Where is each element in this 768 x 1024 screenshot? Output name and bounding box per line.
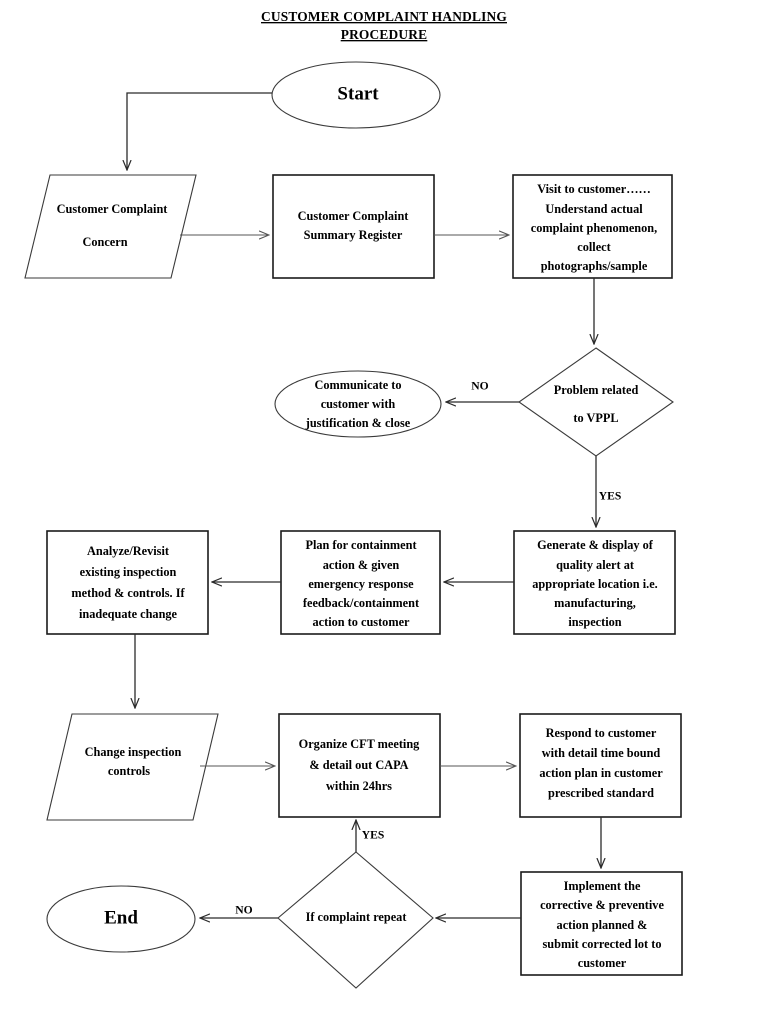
implement-label-line3: action planned & bbox=[557, 918, 648, 932]
communicate-label-line3: justification & close bbox=[305, 416, 411, 430]
node-implement-capa[interactable]: Implement the corrective & preventive ac… bbox=[520, 871, 683, 976]
implement-capa-box-shape bbox=[520, 871, 683, 976]
node-quality-alert[interactable]: Generate & display of quality alert at a… bbox=[513, 530, 676, 635]
quality-alert-label-line5: inspection bbox=[568, 615, 621, 629]
analyze-label-line3: method & controls. If bbox=[71, 586, 185, 600]
visit-label-line3: complaint phenomenon, bbox=[531, 221, 657, 235]
complaint-concern-parallelogram-shape bbox=[24, 174, 197, 279]
start-ellipse-shape bbox=[271, 61, 441, 129]
analyze-label-line4: inadequate change bbox=[79, 607, 178, 621]
node-plan-containment[interactable]: Plan for containment action & given emer… bbox=[280, 530, 441, 635]
plan-containment-label-line3: emergency response bbox=[308, 577, 414, 591]
node-start[interactable]: Start bbox=[271, 61, 441, 129]
visit-label-line2: Understand actual bbox=[545, 202, 643, 216]
communicate-ellipse-shape bbox=[274, 370, 442, 438]
organize-cft-label-line1: Organize CFT meeting bbox=[299, 737, 421, 751]
change-controls-label-line1: Change inspection bbox=[85, 745, 182, 759]
visit-label-line5: photographs/sample bbox=[541, 259, 648, 273]
communicate-label-line2: customer with bbox=[321, 397, 396, 411]
node-analyze-revisit[interactable]: Analyze/Revisit existing inspection meth… bbox=[46, 530, 209, 635]
node-if-complaint-repeat[interactable]: If complaint repeat bbox=[277, 851, 434, 989]
edge-label-vppl-no: NO bbox=[471, 380, 488, 393]
implement-label-line2: corrective & preventive bbox=[540, 898, 664, 912]
change-controls-parallelogram-shape bbox=[46, 713, 219, 821]
implement-label-line4: submit corrected lot to bbox=[543, 937, 662, 951]
visit-label-line4: collect bbox=[577, 240, 611, 254]
quality-alert-label-line1: Generate & display of bbox=[537, 538, 654, 552]
organize-cft-label-line3: within 24hrs bbox=[326, 779, 392, 793]
vppl-decision-label-line1: Problem related bbox=[554, 383, 639, 397]
edge-start-to-complaint-concern bbox=[127, 92, 272, 170]
page-title-line1: CUSTOMER COMPLAINT HANDLING bbox=[261, 9, 507, 24]
organize-cft-box-shape bbox=[278, 713, 441, 818]
vppl-decision-diamond-shape bbox=[518, 347, 674, 457]
analyze-label-line1: Analyze/Revisit bbox=[87, 544, 170, 558]
change-controls-label-line2: controls bbox=[108, 764, 150, 778]
quality-alert-label-line2: quality alert at bbox=[556, 558, 635, 572]
organize-cft-label-line2: & detail out CAPA bbox=[309, 758, 408, 772]
plan-containment-box-shape bbox=[280, 530, 441, 635]
end-label: End bbox=[104, 907, 138, 928]
implement-label-line1: Implement the bbox=[564, 879, 641, 893]
edge-label-repeat-yes: YES bbox=[362, 829, 385, 842]
edge-label-vppl-yes: YES bbox=[599, 490, 622, 503]
quality-alert-label-line3: appropriate location i.e. bbox=[532, 577, 657, 591]
plan-containment-label-line2: action & given bbox=[323, 558, 400, 572]
visit-label-line1: Visit to customer…… bbox=[537, 182, 651, 196]
quality-alert-label-line4: manufacturing, bbox=[554, 596, 636, 610]
node-organize-cft-meeting[interactable]: Organize CFT meeting & detail out CAPA w… bbox=[278, 713, 441, 818]
complaint-concern-label-line1: Customer Complaint bbox=[57, 202, 169, 216]
respond-label-line1: Respond to customer bbox=[546, 726, 657, 740]
respond-label-line4: prescribed standard bbox=[548, 786, 654, 800]
edge-label-repeat-no: NO bbox=[235, 904, 252, 917]
node-end[interactable]: End bbox=[46, 885, 196, 953]
analyze-label-line2: existing inspection bbox=[80, 565, 177, 579]
end-ellipse-shape bbox=[46, 885, 196, 953]
visit-to-customer-box-shape bbox=[512, 174, 673, 279]
node-problem-related-vppl[interactable]: Problem related to VPPL bbox=[518, 347, 674, 457]
communicate-label-line1: Communicate to bbox=[314, 378, 401, 392]
respond-to-customer-box-shape bbox=[519, 713, 682, 818]
page-title-line2: PROCEDURE bbox=[341, 27, 428, 42]
node-change-inspection-controls[interactable]: Change inspection controls bbox=[46, 713, 219, 821]
summary-register-box-shape bbox=[272, 174, 435, 279]
repeat-decision-diamond-shape bbox=[277, 851, 434, 989]
vppl-decision-label-line2: to VPPL bbox=[573, 411, 618, 425]
plan-containment-label-line4: feedback/containment bbox=[303, 596, 420, 610]
node-communicate-to-customer[interactable]: Communicate to customer with justificati… bbox=[274, 370, 442, 438]
summary-register-label-line2: Summary Register bbox=[304, 228, 403, 242]
implement-label-line5: customer bbox=[578, 956, 627, 970]
analyze-revisit-box-shape bbox=[46, 530, 209, 635]
complaint-concern-label-line2: Concern bbox=[82, 235, 127, 249]
summary-register-label-line1: Customer Complaint bbox=[298, 209, 410, 223]
plan-containment-label-line5: action to customer bbox=[313, 615, 411, 629]
node-respond-to-customer[interactable]: Respond to customer with detail time bou… bbox=[519, 713, 682, 818]
node-visit-to-customer[interactable]: Visit to customer…… Understand actual co… bbox=[512, 174, 673, 279]
plan-containment-label-line1: Plan for containment bbox=[305, 538, 417, 552]
repeat-decision-label: If complaint repeat bbox=[306, 910, 408, 924]
node-summary-register[interactable]: Customer Complaint Summary Register bbox=[272, 174, 435, 279]
node-customer-complaint-concern[interactable]: Customer Complaint Concern bbox=[24, 174, 197, 279]
respond-label-line2: with detail time bound bbox=[542, 746, 661, 760]
start-label: Start bbox=[337, 83, 379, 104]
respond-label-line3: action plan in customer bbox=[539, 766, 663, 780]
quality-alert-box-shape bbox=[513, 530, 676, 635]
